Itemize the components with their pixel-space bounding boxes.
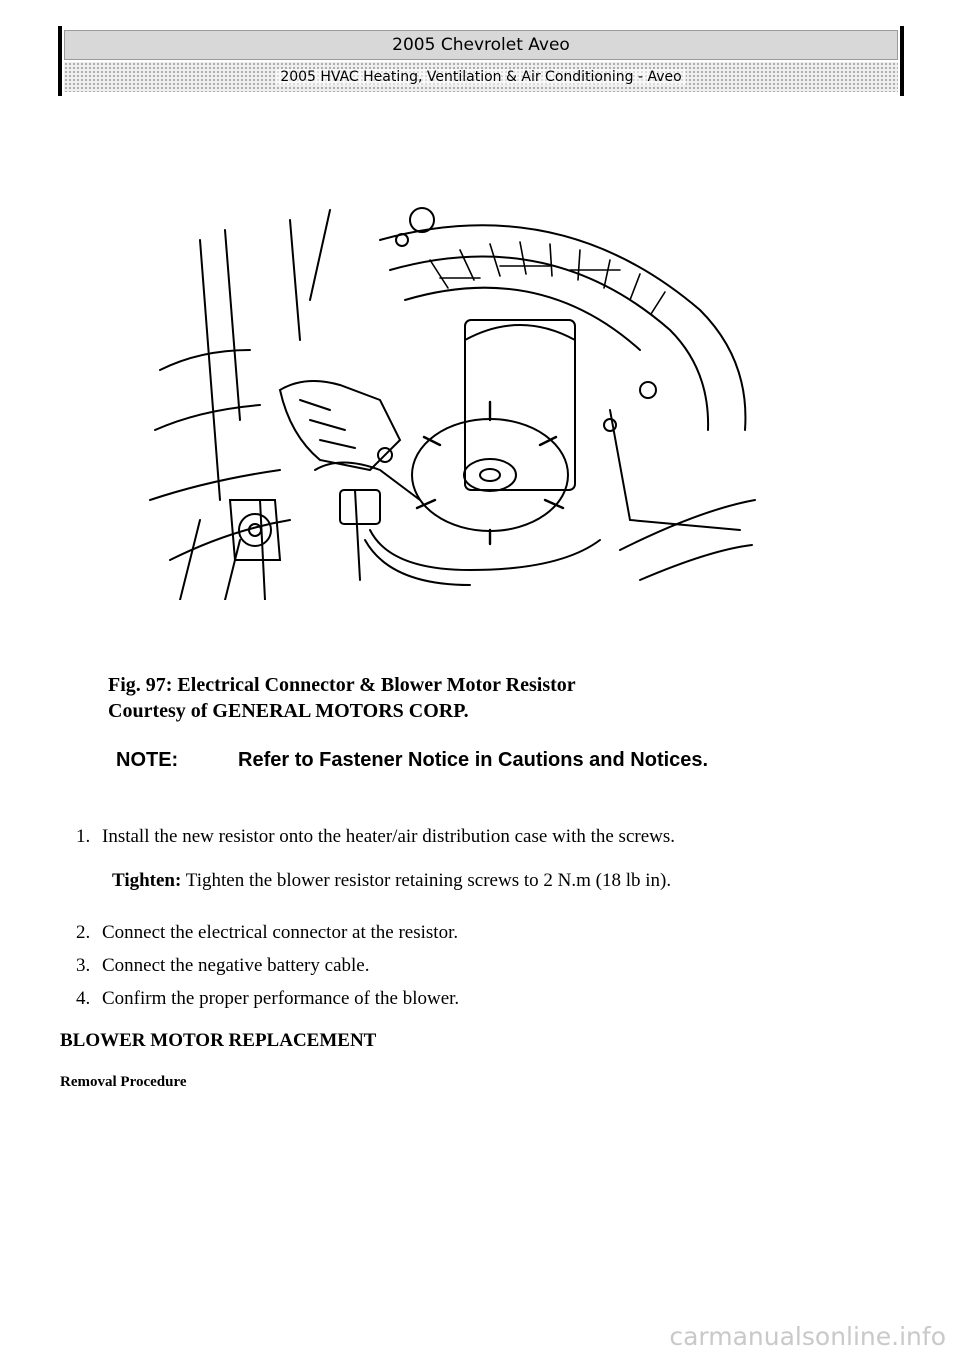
document-header: 2005 Chevrolet Aveo 2005 HVAC Heating, V… [58,26,904,96]
figure-caption-credit: Courtesy of GENERAL MOTORS CORP. [108,700,469,722]
header-subtitle-band: 2005 HVAC Heating, Ventilation & Air Con… [64,62,898,92]
step-number: 2. [76,922,91,943]
step-text: Connect the electrical connector at the … [102,922,459,943]
step-number: 4. [76,988,91,1009]
site-watermark: carmanualsonline.info [669,1322,946,1351]
step-1: 1. Install the new resistor onto the heat… [76,826,675,848]
tighten-text: Tighten the blower resistor retaining sc… [185,870,672,891]
note-label: NOTE: [116,749,179,771]
header-right-rule [900,26,904,96]
tighten-label: Tighten: [112,870,182,891]
section-heading: BLOWER MOTOR REPLACEMENT [60,1030,377,1051]
step-number: 3. [76,955,91,976]
step-3: 3. Connect the negative battery cable. [76,955,369,977]
step-2: 2. Connect the electrical connector at th… [76,922,458,944]
header-title: 2005 Chevrolet Aveo [64,30,898,60]
step-text: Confirm the proper performance of the bl… [102,988,460,1009]
blower-motor-resistor-illustration [140,200,760,600]
header-left-rule [58,26,62,96]
header-subtitle: 2005 HVAC Heating, Ventilation & Air Con… [276,69,686,85]
figure-caption-title: Fig. 97: Electrical Connector & Blower M… [108,674,576,696]
note-text: Refer to Fastener Notice in Cautions and… [238,749,709,771]
tighten-spec: Tighten: Tighten the blower resistor ret… [112,870,671,892]
step-4: 4. Confirm the proper performance of the … [76,988,459,1010]
step-text: Connect the negative battery cable. [102,955,370,976]
step-text: Install the new resistor onto the heater… [102,826,676,847]
step-number: 1. [76,826,91,847]
subsection-heading: Removal Procedure [60,1074,187,1090]
figure-caption: Fig. 97: Electrical Connector & Blower M… [108,672,576,724]
